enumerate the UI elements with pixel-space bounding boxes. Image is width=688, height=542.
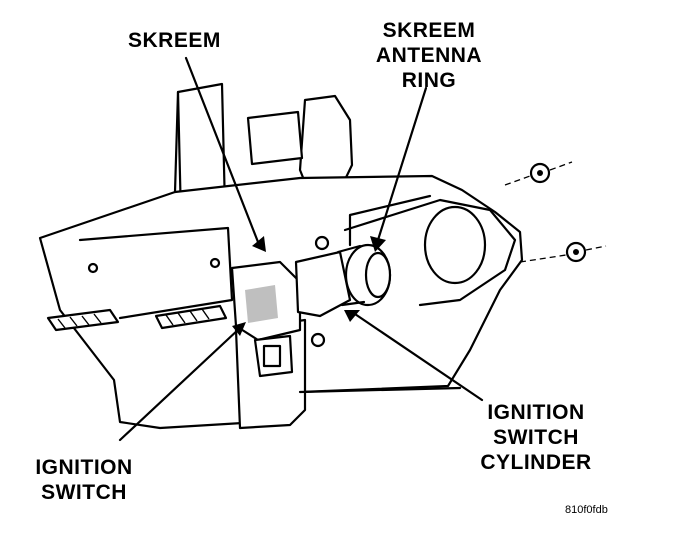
label-line: RING	[401, 69, 457, 92]
cylinder-housing	[294, 250, 352, 318]
label-line: SWITCH	[493, 426, 579, 449]
label-line: SWITCH	[41, 481, 127, 504]
bolt-hole-right	[209, 257, 221, 269]
label-antenna-ring: SKREEM ANTENNA RING	[366, 18, 492, 93]
bolt-hole-left	[87, 262, 99, 274]
leader-cylinder	[344, 310, 484, 402]
label-line: IGNITION	[487, 401, 585, 424]
screw-top	[314, 235, 330, 251]
leader-switch	[118, 322, 246, 442]
bracket-tab-left	[46, 308, 120, 332]
bracket-tab-mid	[154, 304, 228, 330]
leader-antenna-ring	[370, 86, 428, 252]
label-ignition-switch: IGNITION SWITCH	[28, 455, 140, 505]
label-skreem-text: SKREEM	[128, 29, 221, 52]
figure-reference-code: 810f0fdb	[565, 504, 608, 516]
bracket-opening	[423, 205, 487, 285]
label-line: ANTENNA	[375, 44, 483, 67]
upper-tube	[246, 110, 304, 166]
leader-skreem	[184, 56, 266, 252]
label-line: SKREEM	[382, 19, 476, 42]
label-skreem: SKREEM	[128, 28, 221, 53]
label-ignition-switch-cylinder: IGNITION SWITCH CYLINDER	[472, 400, 600, 475]
screw-bottom	[310, 332, 326, 348]
label-line: CYLINDER	[480, 451, 592, 474]
bracket-plate-edge	[343, 198, 517, 307]
label-line: IGNITION	[35, 456, 133, 479]
